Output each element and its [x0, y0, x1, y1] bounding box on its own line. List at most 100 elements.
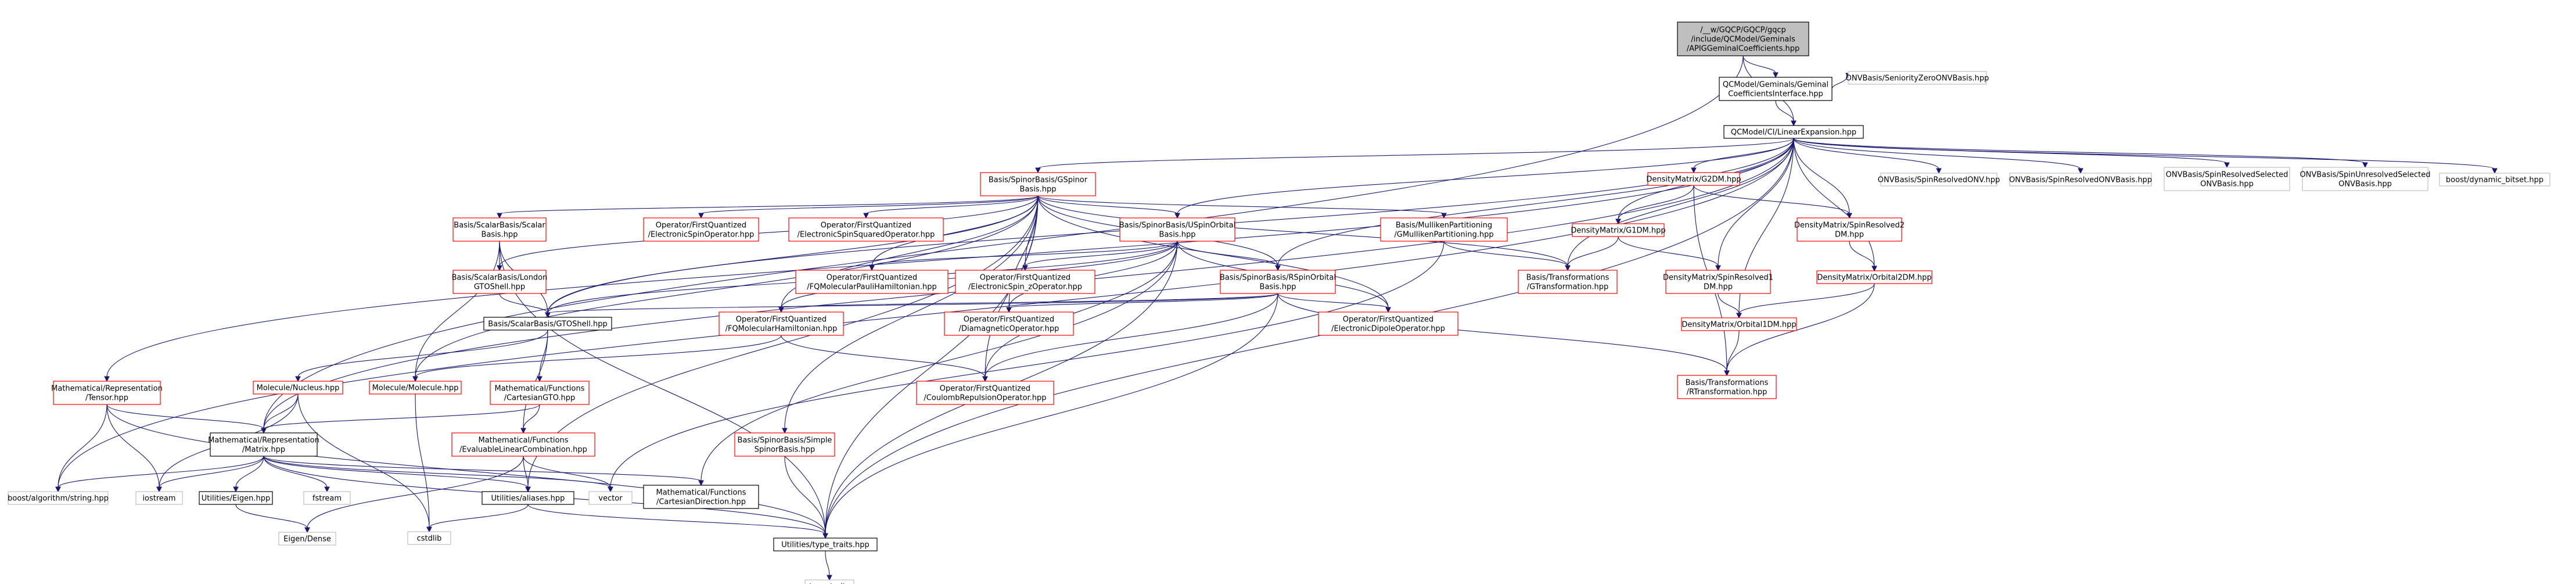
node-label: DM.hpp [1704, 283, 1733, 292]
node-fstream[interactable]: fstream [303, 491, 351, 505]
edge-root-matrix [263, 55, 1744, 429]
edge-arrow-matrix-iostream [156, 486, 162, 493]
edge-arrow-gspinor-esqop [863, 213, 869, 219]
node-box [734, 432, 835, 457]
edge-arrow-gspinor-espinop [698, 213, 704, 219]
node-cgto[interactable]: Mathematical/Functions/CartesianGTO.hpp [490, 381, 590, 405]
edge-arrow-cile-dynbit [2492, 168, 2498, 174]
edge-g2dm-sr2dm [1693, 185, 1850, 214]
edge-arrow-cile-g2dm [1691, 167, 1697, 174]
node-box [135, 491, 183, 505]
node-label: iostream [142, 495, 175, 503]
node-onvsus[interactable]: ONVBasis/SpinUnresolvedSelectedONVBasis.… [2300, 167, 2431, 191]
edge-arrow-mull-gtrans [1565, 265, 1571, 271]
node-label: DensityMatrix/Orbital2DM.hpp [1817, 274, 1931, 282]
node-rtrans[interactable]: Basis/Transformations/RTransformation.hp… [1677, 375, 1777, 399]
node-fqpauli[interactable]: Operator/FirstQuantized/FQMolecularPauli… [795, 270, 949, 294]
edge-simple-typetraits [784, 456, 826, 535]
node-label: /CartesianGTO.hpp [504, 394, 576, 403]
node-tensor[interactable]: Mathematical/Representation/Tensor.hpp [51, 381, 163, 405]
node-boostalg[interactable]: boost/algorithm/string.hpp [8, 491, 109, 505]
node-label: /CartesianDirection.hpp [656, 498, 746, 507]
node-g1dm[interactable]: DensityMatrix/G1DM.hpp [1571, 223, 1666, 237]
node-scalar[interactable]: Basis/ScalarBasis/ScalarBasis.hpp [452, 217, 547, 242]
edge-aliases-typetraits [527, 504, 826, 535]
node-nucleus[interactable]: Molecule/Nucleus.hpp [253, 381, 343, 395]
node-g2dm[interactable]: DensityMatrix/G2DM.hpp [1646, 172, 1741, 186]
node-fqmol[interactable]: Operator/FirstQuantized/FQMolecularHamil… [718, 311, 844, 336]
edge-arrow-g1dm-sr1dm [1715, 265, 1721, 271]
edge-arrow-typetraits-tt [827, 575, 832, 581]
node-label: /GTransformation.hpp [1527, 283, 1608, 292]
edge-rspin-diamag [1008, 293, 1278, 309]
edge-arrow-gtoshell-nucleus [295, 376, 301, 382]
node-onvsrs[interactable]: ONVBasis/SpinResolvedSelectedONVBasis.hp… [2164, 167, 2290, 191]
node-box [8, 491, 109, 505]
node-eigen[interactable]: Eigen/Dense [278, 532, 336, 546]
edge-gspinor-london [499, 195, 1039, 267]
node-gtoshell[interactable]: Basis/ScalarBasis/GTOShell.hpp [483, 317, 612, 331]
edge-ueigen-eigen [235, 504, 308, 529]
edge-fqmol-molecule [415, 335, 782, 378]
edge-gspinor-mull [1037, 195, 1445, 214]
node-orb2dm[interactable]: DensityMatrix/Orbital2DM.hpp [1816, 270, 1932, 284]
node-diamag[interactable]: Operator/FirstQuantized/DiamagneticOpera… [944, 311, 1074, 336]
node-vector[interactable]: vector [588, 491, 633, 505]
node-label: fstream [312, 495, 342, 503]
node-label: Basis.hpp [1260, 283, 1296, 292]
node-mull[interactable]: Basis/MullikenPartitioning/GMullikenPart… [1380, 217, 1508, 242]
edge-cgto-evallin [523, 404, 540, 429]
node-label: /CoulombRepulsionOperator.hpp [924, 394, 1046, 403]
edge-nucleus-cstdlib [297, 393, 430, 528]
node-box [53, 381, 161, 405]
node-gci[interactable]: QCModel/Geminals/GeminalCoefficientsInte… [1719, 77, 1833, 101]
node-edipole[interactable]: Operator/FirstQuantized/ElectronicDipole… [1318, 311, 1458, 336]
node-label: Utilities/aliases.hpp [491, 495, 565, 503]
node-aliases[interactable]: Utilities/aliases.hpp [482, 491, 574, 505]
edge-arrow-uspin-rspin [1275, 265, 1281, 271]
edge-gspinor-gtrans [1037, 195, 1568, 267]
edge-arrow-uspin-espinz [1022, 265, 1028, 271]
node-ueigen[interactable]: Utilities/Eigen.hpp [199, 491, 273, 505]
node-espinz[interactable]: Operator/FirstQuantized/ElectronicSpin_z… [955, 270, 1095, 294]
node-box [1518, 270, 1618, 294]
edge-arrow-gspinor-mull [1441, 213, 1447, 219]
node-root[interactable]: /__w/GQCP/GQCP/gqcp/include/QCModel/Gemi… [1677, 22, 1809, 56]
node-label: Operator/FirstQuantized [827, 274, 917, 282]
node-esqop[interactable]: Operator/FirstQuantized/ElectronicSpinSq… [788, 217, 944, 242]
node-label: Operator/FirstQuantized [940, 385, 1030, 393]
node-label: Basis/ScalarBasis/London [452, 274, 548, 282]
node-tt[interactable]: type_traits [804, 579, 854, 584]
node-label: ONVBasis.hpp [2338, 180, 2392, 189]
edge-cile-onvsrb [1793, 138, 2081, 170]
node-dynbit[interactable]: boost/dynamic_bitset.hpp [2439, 173, 2550, 187]
node-matrix[interactable]: Mathematical/Representation/Matrix.hpp [208, 432, 319, 457]
node-label: DensityMatrix/G2DM.hpp [1646, 175, 1741, 184]
node-iostream[interactable]: iostream [135, 491, 183, 505]
node-label: /Tensor.hpp [85, 394, 128, 403]
node-gtrans[interactable]: Basis/Transformations/GTransformation.hp… [1518, 270, 1618, 294]
node-cartdir[interactable]: Mathematical/Functions/CartesianDirectio… [643, 485, 759, 509]
node-onvsr[interactable]: ONVBasis/SpinResolvedONV.hpp [1878, 173, 2000, 187]
edge-gtoshell-nucleus [297, 329, 548, 378]
node-cstdlib[interactable]: cstdlib [407, 531, 451, 545]
node-typetraits[interactable]: Utilities/type_traits.hpp [773, 538, 878, 551]
node-evallin[interactable]: Mathematical/Functions/EvaluableLinearCo… [451, 432, 595, 457]
node-coulomb[interactable]: Operator/FirstQuantized/CoulombRepulsion… [916, 381, 1054, 405]
node-box [1848, 71, 1987, 85]
node-cile[interactable]: QCModel/CI/LinearExpansion.hpp [1723, 125, 1864, 139]
edge-cgto-matrix [263, 404, 540, 429]
node-espinop[interactable]: Operator/FirstQuantized/ElectronicSpinOp… [643, 217, 759, 242]
node-orb1dm[interactable]: DensityMatrix/Orbital1DM.hpp [1681, 317, 1797, 331]
node-molecule[interactable]: Molecule/Molecule.hpp [369, 381, 462, 395]
edge-arrow-rspin-rtrans [1724, 370, 1730, 377]
node-onvsrb[interactable]: ONVBasis/SpinResolvedONVBasis.hpp [2009, 173, 2152, 187]
node-onvsz[interactable]: ONVBasis/SeniorityZeroONVBasis.hpp [1846, 71, 1989, 85]
